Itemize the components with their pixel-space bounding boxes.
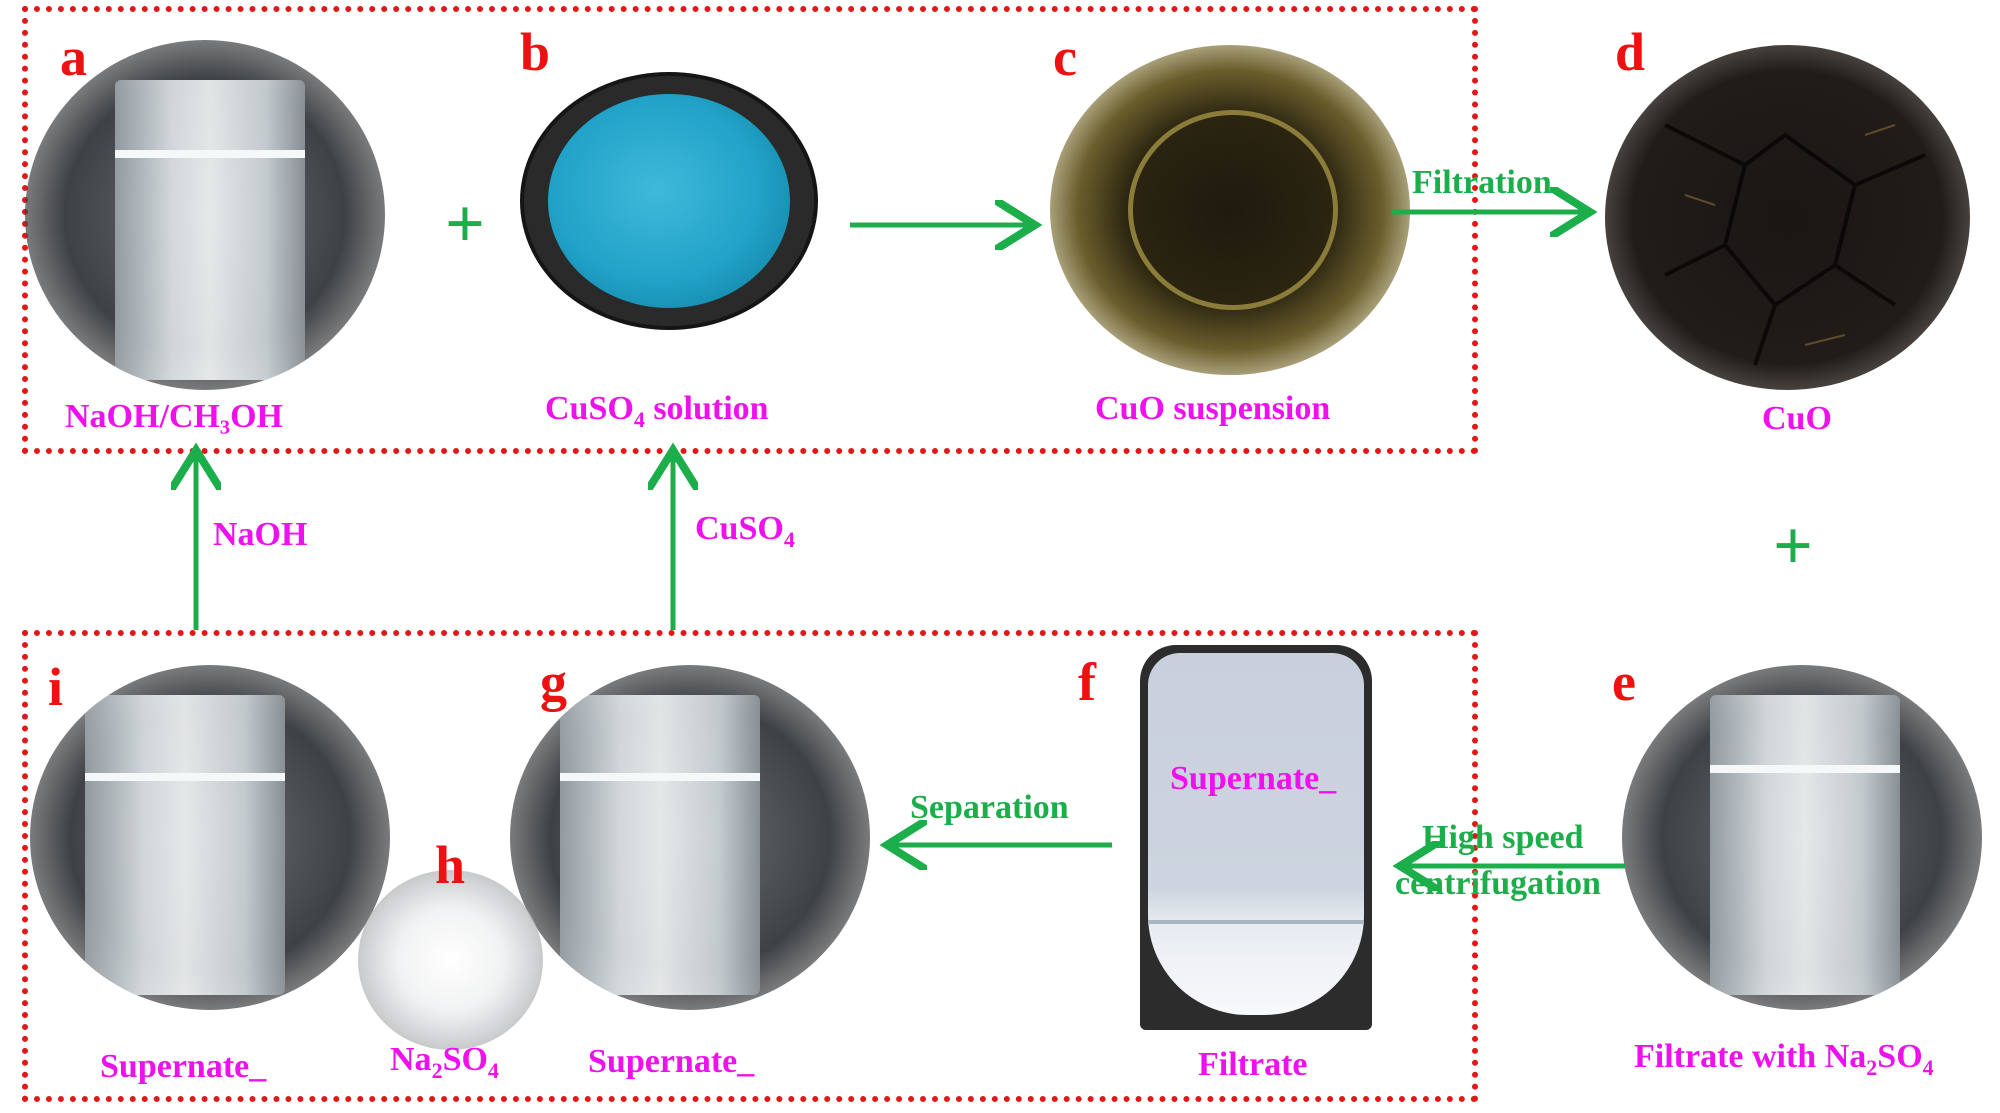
label-cuso4-main: CuSO <box>695 510 784 547</box>
label-separation: Separation <box>910 789 1069 826</box>
caption-f: Filtrate <box>1198 1046 1308 1083</box>
photo-naoh-methanol-beaker <box>25 40 385 390</box>
panel-letter-a: a <box>60 27 87 87</box>
photo-cuo-suspension <box>1050 45 1410 375</box>
crack-pattern <box>1664 123 1926 366</box>
caption-a: NaOH/CH₃OH <box>65 398 283 435</box>
caption-i: Supernate_ <box>100 1048 267 1085</box>
caption-d: CuO <box>1762 400 1832 437</box>
panel-letter-e: e <box>1612 652 1636 712</box>
panel-letter-i: i <box>48 657 64 717</box>
caption-c: CuO suspension <box>1095 390 1331 427</box>
panel-letter-g: g <box>540 652 567 712</box>
panel-letter-d: d <box>1615 22 1646 82</box>
photo-filtrate-beaker <box>1622 665 1982 1010</box>
panel-letter-b: b <box>520 22 551 82</box>
caption-h-sub2: 4 <box>487 1057 499 1083</box>
caption-b-main: CuSO <box>545 390 634 427</box>
caption-g: Supernate_ <box>588 1043 755 1080</box>
plus-sign-right: + <box>1773 508 1813 585</box>
label-naoh: NaOH <box>213 516 308 553</box>
caption-e-sub2: 4 <box>1922 1054 1934 1080</box>
plus-sign-top: + <box>445 186 485 263</box>
caption-e-sub: 2 <box>1866 1054 1878 1080</box>
label-centrifugation: centrifugation <box>1395 865 1601 902</box>
caption-b-sub: 4 <box>633 406 645 432</box>
caption-b: CuSO4 solution <box>545 392 769 431</box>
caption-h-rest: SO <box>442 1041 488 1078</box>
photo-na2so4-powder <box>358 870 543 1050</box>
label-filtration: Filtration <box>1412 164 1552 201</box>
caption-h: Na2SO4 <box>390 1043 499 1082</box>
tube-supernate-label: Supernate_ <box>1170 760 1337 797</box>
photo-supernate-beaker-g <box>510 665 870 1010</box>
caption-h-sub: 2 <box>431 1057 443 1083</box>
photo-cuso4-solution <box>520 72 818 330</box>
caption-b-rest: solution <box>644 390 769 427</box>
panel-letter-c: c <box>1053 27 1077 87</box>
caption-e-rest: SO <box>1877 1038 1923 1075</box>
photo-centrifuge-tube <box>1140 645 1372 1030</box>
label-cuso4-sub: 4 <box>783 526 795 552</box>
caption-h-main: Na <box>390 1041 432 1078</box>
caption-e: Filtrate with Na2SO4 <box>1634 1040 1934 1079</box>
label-high-speed: High speed <box>1422 819 1584 856</box>
photo-supernate-beaker-i <box>30 665 390 1010</box>
label-cuso4: CuSO4 <box>695 512 795 551</box>
panel-letter-f: f <box>1078 652 1096 712</box>
panel-letter-h: h <box>435 835 466 895</box>
photo-cuo-powder <box>1605 45 1970 390</box>
caption-e-main: Filtrate with Na <box>1634 1038 1867 1075</box>
